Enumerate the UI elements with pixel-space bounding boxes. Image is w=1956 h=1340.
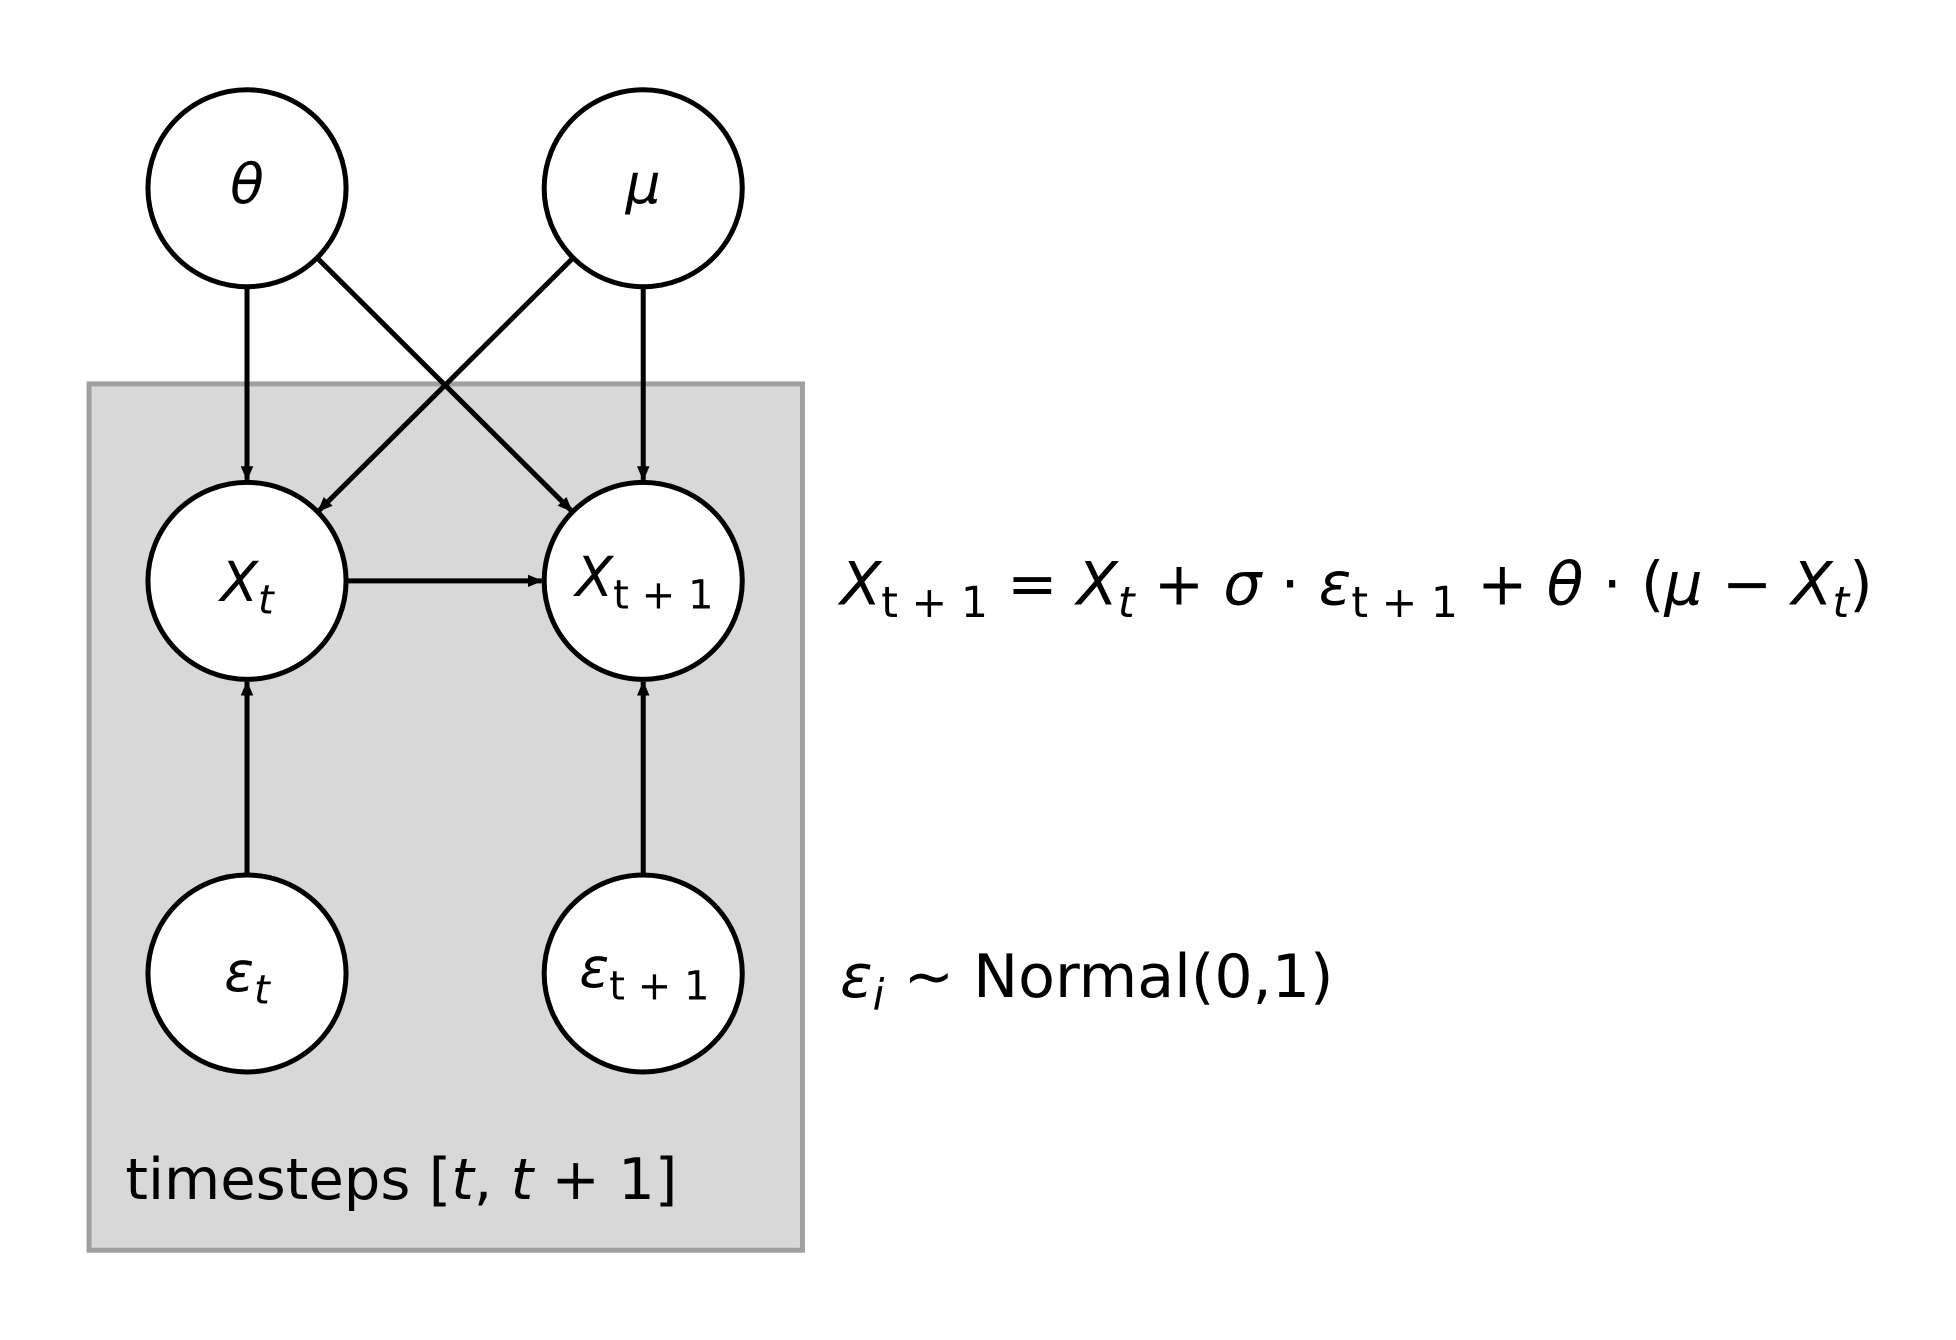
node-theta [145, 87, 349, 290]
node-x-t [145, 479, 349, 682]
node-mu [541, 87, 745, 290]
label-x-t1: Xt + 1 [572, 545, 713, 618]
transition-equation: Xt + 1 = Xt + σ · εt + 1 + θ · (μ − Xt) [837, 550, 1873, 628]
edge-mu-xt [316, 256, 575, 513]
node-eps-t1 [541, 872, 745, 1075]
plate-label: timesteps [t, t + 1] [125, 1146, 677, 1213]
noise-equation: εi ~ Normal(0,1) [840, 942, 1333, 1020]
node-x-t1 [541, 479, 745, 682]
label-mu: μ [625, 152, 661, 216]
label-eps-t: εt [224, 940, 271, 1013]
node-eps-t [145, 872, 349, 1075]
label-theta: θ [230, 152, 264, 216]
label-eps-t1: εt + 1 [579, 936, 709, 1009]
label-x-t: Xt [217, 550, 275, 623]
